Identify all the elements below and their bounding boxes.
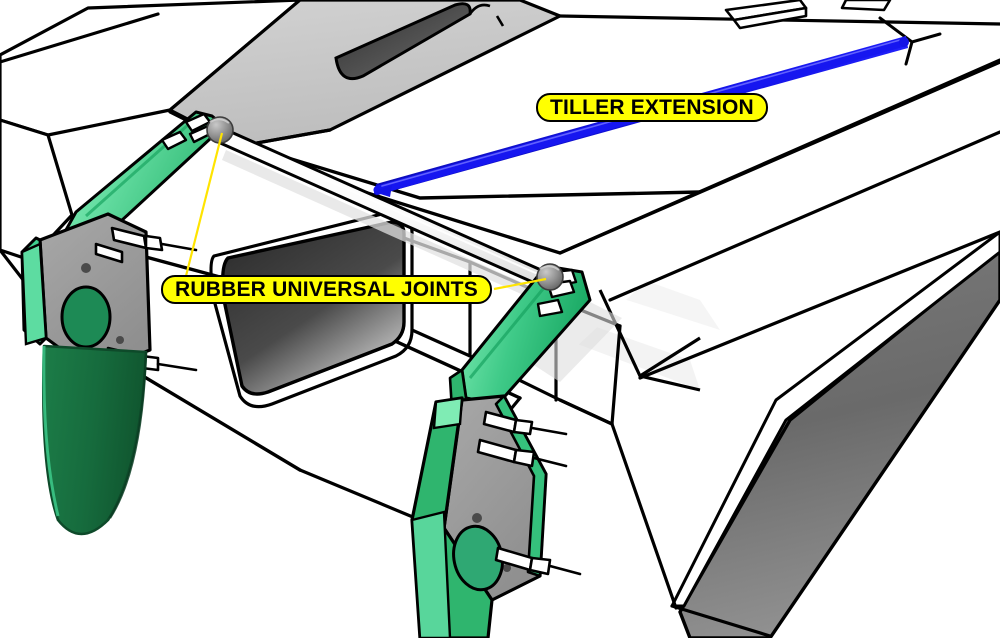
cassette-bolt-hole-port-1 xyxy=(81,263,91,273)
gudgeon-fittings-starboard xyxy=(476,410,552,576)
universal-joint-starboard xyxy=(536,263,564,291)
hull-side-panel-right xyxy=(678,248,1000,638)
deck-fitting-top-right xyxy=(724,0,892,30)
callout-rubber-universal-joints[interactable]: RUBBER UNIVERSAL JOINTS xyxy=(161,275,492,304)
rudder-green-edge-starboard xyxy=(494,394,548,578)
leader-line-joint-port xyxy=(184,132,224,277)
deck-hardware-lines xyxy=(878,16,942,66)
callout-tiller-extension-label: TILLER EXTENSION xyxy=(550,95,754,119)
universal-joint-port xyxy=(206,116,234,144)
cassette-bolt-hole-stbd-2 xyxy=(503,564,511,572)
gudgeon-pin-lines-port xyxy=(156,242,198,372)
callout-rubber-universal-joints-label: RUBBER UNIVERSAL JOINTS xyxy=(175,277,478,301)
rudder-blade-port xyxy=(41,344,148,536)
callout-tiller-extension[interactable]: TILLER EXTENSION xyxy=(536,93,768,122)
hull-side-panel-right-upper xyxy=(670,230,1000,608)
rudder-assembly-port xyxy=(20,110,226,536)
gudgeon-pin-lines-starboard xyxy=(530,426,582,576)
leader-line-joint-starboard xyxy=(493,277,547,291)
cassette-bolt-hole-port-2 xyxy=(116,336,124,344)
deck-slot-notch xyxy=(495,15,505,27)
cassette-lightening-hole-port xyxy=(60,285,112,349)
deck-slot-recess xyxy=(334,2,491,81)
leader-lines xyxy=(184,132,547,291)
cassette-bolt-hole-stbd-1 xyxy=(472,513,482,523)
rudder-assembly-starboard xyxy=(410,264,622,638)
deck-lines-right xyxy=(558,58,1000,638)
